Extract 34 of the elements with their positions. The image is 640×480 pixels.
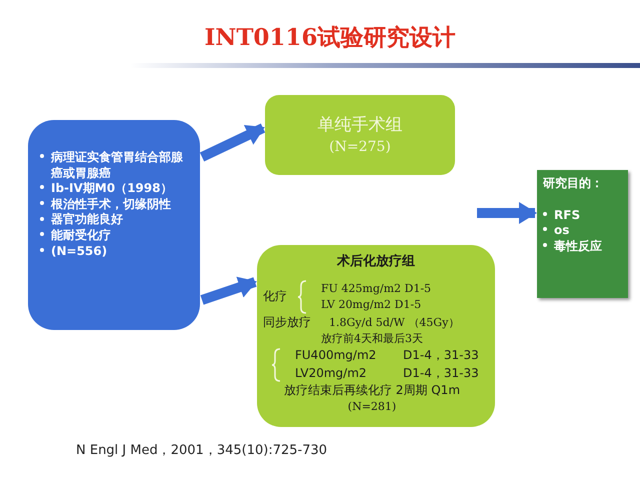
regimen-text: D1-4，31-33 xyxy=(403,347,479,364)
heading-text: 研究目的： xyxy=(543,176,604,192)
list-item: os xyxy=(543,223,622,239)
regimen-text: FU400mg/m2 xyxy=(295,347,378,364)
regimen-label: 化疗 xyxy=(263,288,287,306)
title: INT0116试验研究设计 xyxy=(204,23,456,53)
arrow xyxy=(477,202,537,224)
regimen-text: (N=281) xyxy=(348,399,396,416)
objective-box xyxy=(537,170,628,298)
regimen-text: 放疗前4天和最后3天 xyxy=(321,331,423,348)
count-text: (N=275) xyxy=(328,138,392,158)
arrow xyxy=(200,123,266,162)
regimen-text: LV 20mg/m2 D1-5 xyxy=(321,296,422,313)
list-item: 器官功能良好 xyxy=(40,212,194,228)
regimen-text: LV20mg/m2 xyxy=(295,364,368,382)
regimen-text: 1.8Gy/d 5d/W （45Gy） xyxy=(329,314,460,330)
criteria-box xyxy=(28,120,200,330)
regimen-text: FU 425mg/m2 D1-5 xyxy=(321,280,432,297)
list-item: 能耐受化疗 xyxy=(40,228,194,244)
regimen-label: 同步放疗 xyxy=(263,314,311,331)
list-item: Ib-IV期M0（1998） xyxy=(40,181,194,197)
citation-text: N Engl J Med，2001，345(10):725-730 xyxy=(76,442,328,459)
list-item: 毒性反应 xyxy=(543,238,622,254)
list-item: 病理证实食管胃结合部腺癌或胃腺癌 xyxy=(40,150,194,182)
regimen-text: 放疗结束后再续化疗 2周期 Q1m xyxy=(284,382,460,399)
regimen-text: D1-4，31-33 xyxy=(403,364,479,382)
arrow xyxy=(200,276,257,305)
group-box xyxy=(257,245,495,427)
group-title: 单纯手术组 xyxy=(318,114,402,137)
group-title: 术后化放疗组 xyxy=(337,253,415,271)
list-item: (N=556) xyxy=(40,244,194,260)
list-item: 根治性手术，切缘阴性 xyxy=(40,196,194,212)
list-item: RFS xyxy=(543,208,622,224)
group-box xyxy=(265,95,455,175)
